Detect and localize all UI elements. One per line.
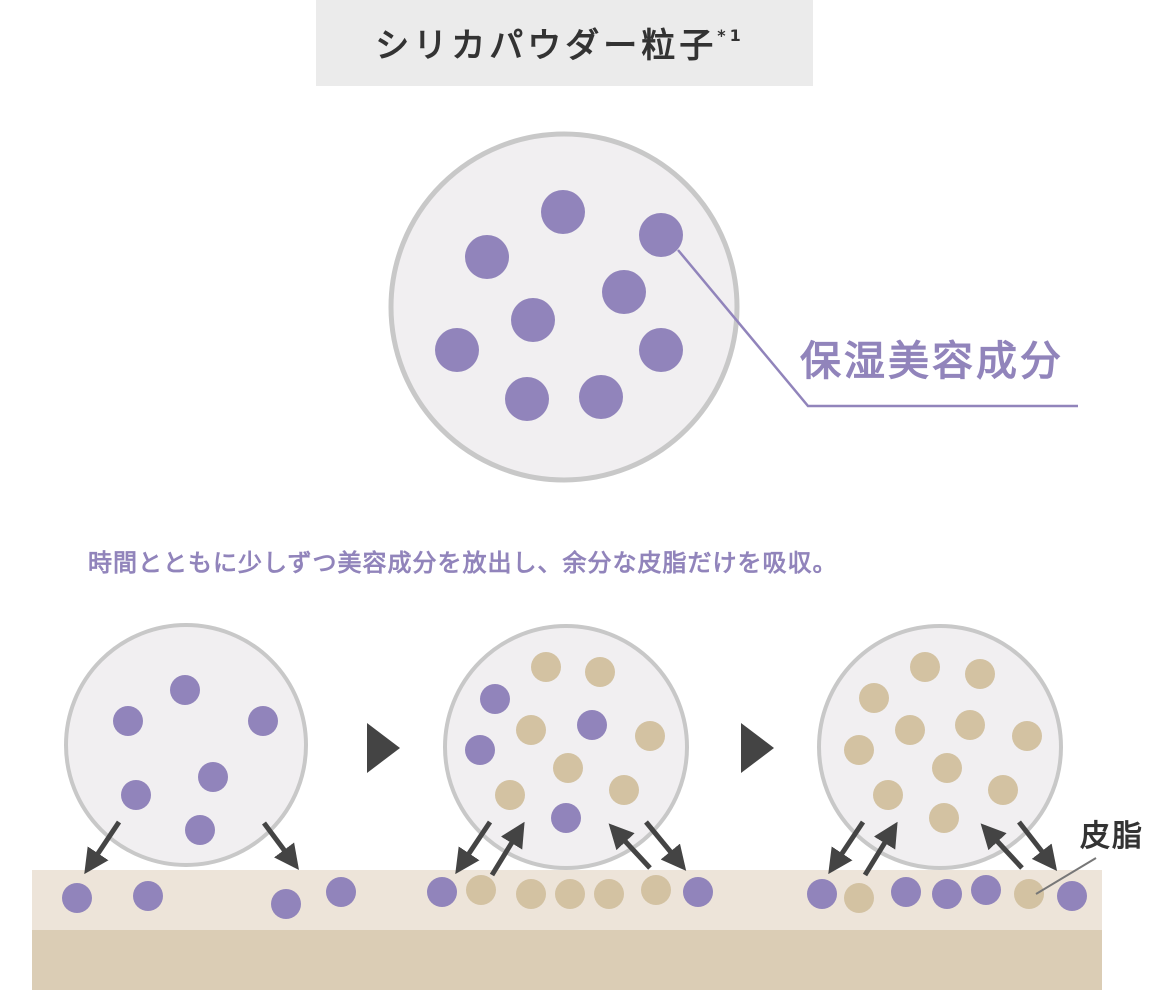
sebum-dot [844, 883, 874, 913]
release-arrow [84, 820, 122, 875]
large-silica-particle [388, 131, 740, 483]
ingredient-dot [577, 710, 607, 740]
large-particle-ingredients [435, 190, 683, 421]
ingredient-dot [113, 706, 143, 736]
ingredient-dot [185, 815, 215, 845]
sebum-dot [516, 715, 546, 745]
released-ingredient-dot [271, 889, 301, 919]
ingredient-dot [465, 735, 495, 765]
title-text: シリカパウダー粒子*1 [375, 26, 745, 66]
stage-1 [62, 623, 356, 919]
absorb-arrow [980, 823, 1024, 870]
sebum-dot [495, 780, 525, 810]
sebum-dot [609, 775, 639, 805]
released-ingredient-dot [971, 875, 1001, 905]
sebum-dot [553, 753, 583, 783]
ingredient-dot [435, 328, 479, 372]
sebum-dot [988, 775, 1018, 805]
ingredient-dot [639, 328, 683, 372]
ingredient-dot [121, 780, 151, 810]
sebum-dot [955, 710, 985, 740]
sebum-dot [965, 659, 995, 689]
sebum-dot [1014, 879, 1044, 909]
ingredient-dot [505, 377, 549, 421]
sebum-dot [932, 753, 962, 783]
skin-lower-layer [32, 930, 1102, 990]
sebum-dot [910, 652, 940, 682]
released-ingredient-dot [427, 877, 457, 907]
absorb-arrow [862, 821, 898, 877]
ingredient-dot [511, 298, 555, 342]
sebum-dot [929, 803, 959, 833]
callout-line [677, 249, 1078, 408]
release-arrow [261, 821, 299, 871]
caption: 時間とともに少しずつ美容成分を放出し、余分な皮脂だけを吸収。 [88, 549, 838, 577]
sebum-dot [594, 879, 624, 909]
ingredient-dot [602, 270, 646, 314]
sebum-dot [635, 721, 665, 751]
absorb-arrow [608, 823, 652, 870]
released-ingredient-dot [683, 877, 713, 907]
sebum-label: 皮脂 [1080, 819, 1144, 854]
sebum-dot [844, 735, 874, 765]
callout-label: 保湿美容成分 [800, 337, 1064, 385]
sebum-dot [1012, 721, 1042, 751]
ingredient-dot [639, 213, 683, 257]
released-ingredient-dot [133, 881, 163, 911]
sebum-dot [516, 879, 546, 909]
released-ingredient-dot [891, 877, 921, 907]
released-ingredient-dot [62, 883, 92, 913]
ingredient-dot [480, 684, 510, 714]
sebum-dot [555, 879, 585, 909]
stage-3 [807, 624, 1087, 913]
stage-2 [427, 624, 713, 909]
absorb-arrow [489, 821, 525, 877]
sebum-callout-line [1035, 857, 1097, 895]
release-arrow [455, 820, 493, 875]
title-box [316, 0, 813, 86]
release-arrow [1017, 820, 1058, 871]
ingredient-dot [198, 762, 228, 792]
ingredient-dot [248, 706, 278, 736]
sebum-dot [531, 652, 561, 682]
release-arrow [828, 820, 866, 875]
released-ingredient-dot [807, 879, 837, 909]
sebum-dot [641, 875, 671, 905]
ingredient-dot [541, 190, 585, 234]
step-arrow-icon [741, 723, 774, 773]
ingredient-dot [551, 803, 581, 833]
sebum-dot [466, 875, 496, 905]
sebum-dot [895, 715, 925, 745]
title-footnote-mark: *1 [717, 26, 745, 45]
sebum-dot [859, 683, 889, 713]
ingredient-dot [579, 375, 623, 419]
sebum-dot [873, 780, 903, 810]
released-ingredient-dot [932, 879, 962, 909]
released-ingredient-dot [1057, 881, 1087, 911]
release-arrow [644, 820, 687, 871]
sebum-dot [585, 657, 615, 687]
ingredient-dot [170, 675, 200, 705]
ingredient-dot [465, 235, 509, 279]
released-ingredient-dot [326, 877, 356, 907]
step-arrow-icon [367, 723, 400, 773]
